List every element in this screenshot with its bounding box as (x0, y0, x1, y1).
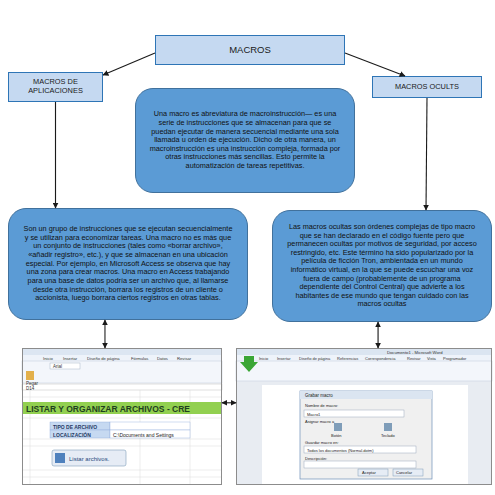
screenshot-text: D14 (26, 387, 34, 392)
screenshot-text: Fórmulas (131, 357, 148, 361)
word-title-bar (236, 348, 492, 355)
screenshot-text: Asignar macro a (305, 420, 334, 424)
screenshot-text: Guardar macro en: (305, 441, 339, 445)
word-screenshot (236, 348, 492, 485)
connector-arrow (103, 53, 155, 75)
screenshot-text: Descripción: (305, 457, 327, 461)
screenshot-text: LOCALIZACIÓN (53, 433, 91, 438)
screenshot-text: Insertar (63, 357, 77, 361)
grid-line (22, 477, 222, 478)
label-cell (50, 422, 110, 430)
connector-arrow (222, 402, 236, 403)
font-box (50, 363, 80, 369)
screenshot-text: TIPO DE ARCHIVO (53, 425, 97, 430)
word-screenshot-box: Documento1 - Microsoft WordInicio Inserta… (236, 348, 492, 485)
green-arrow-icon (240, 356, 258, 372)
screenshot-text: Revisar (177, 357, 191, 361)
value-cell (110, 430, 190, 438)
category-box: MACROS OCULTS (372, 76, 482, 98)
description-box: Las macros ocultas son órdenes complejas… (272, 210, 492, 322)
grid-line (22, 397, 222, 398)
grid-line (22, 446, 222, 447)
cancel-button (393, 469, 423, 476)
node-text: Son un grupo de instrucciones que se eje… (21, 225, 235, 302)
screenshot-text: Grabar macro (305, 394, 333, 399)
screenshot-text: LISTAR Y ORGANIZAR ARCHIVOS - CRE (26, 405, 190, 414)
screenshot-text: Teclado (381, 434, 395, 438)
value-cell (110, 422, 190, 430)
screenshot-text: Macro1 (307, 413, 320, 417)
connector-arrow (426, 98, 427, 210)
screenshot-text: Referencias (337, 357, 358, 361)
grid-line (22, 439, 222, 440)
screenshot-text: Revisar (407, 357, 421, 361)
screenshot-text: Vista (427, 357, 436, 361)
root-box: MACROS (155, 35, 345, 65)
screenshot-text: Diseño de página (299, 357, 330, 361)
excel-screenshot (22, 348, 222, 485)
paste-icon (26, 371, 34, 380)
screenshot-text: Listar archivos. (69, 456, 109, 462)
category-box: MACROS DE APLICACIONES (8, 72, 103, 102)
macro-dialog (300, 391, 432, 479)
formula-bar (22, 384, 222, 390)
screenshot-text: Arial (53, 365, 62, 370)
connector-arrow (345, 53, 405, 76)
screenshot-text: Todos los documentos (Normal.dotm) (307, 449, 373, 453)
word-ribbon (236, 361, 492, 381)
excel-window (22, 348, 222, 485)
definition-box: Una macro es abreviatura de macroinstruc… (135, 88, 355, 193)
grid-line (22, 418, 222, 419)
excel-screenshot-box: Inicio Insertar Diseño de página Fórmulas Da… (22, 348, 222, 485)
node-text: MACROS OCULTS (395, 83, 459, 92)
screenshot-text: Diseño de página (87, 357, 120, 361)
excel-tab-bar (22, 355, 222, 361)
screenshot-text: Cancelar (396, 471, 412, 475)
connector-arrow (55, 102, 56, 208)
macro-name-input (304, 410, 404, 417)
screenshot-text: Botón (331, 434, 341, 438)
title-banner (22, 402, 222, 414)
keyboard-icon (384, 423, 392, 431)
ok-button (358, 469, 388, 476)
excel-title-bar (22, 348, 222, 355)
screenshot-text: Programador (443, 357, 466, 361)
button-icon (55, 453, 65, 463)
excel-ribbon (22, 361, 222, 383)
screenshot-text: Documento1 - Microsoft Word (387, 351, 443, 355)
node-text: MACROS (229, 44, 271, 55)
screenshot-text: C:\Documents and Settings (113, 433, 174, 438)
dialog-title-bar (300, 391, 432, 399)
macro-button (52, 450, 126, 466)
word-page (262, 385, 468, 485)
description-input (304, 461, 416, 468)
screenshot-text: Inicio (43, 357, 53, 361)
connector-arrow (377, 322, 378, 348)
button-icon (334, 423, 342, 431)
word-tab-bar (236, 355, 492, 361)
screenshot-text: Correspondencia (365, 357, 395, 361)
description-box: Son un grupo de instrucciones que se eje… (8, 208, 248, 320)
store-select (304, 446, 416, 453)
node-text: Una macro es abreviatura de macroinstruc… (148, 110, 342, 170)
grid-line (22, 470, 222, 471)
connector-arrow (104, 320, 105, 348)
screenshot-text: Datos (157, 357, 168, 361)
node-text: Las macros ocultas son órdenes complejas… (285, 223, 479, 309)
node-text: MACROS DE APLICACIONES (9, 78, 102, 96)
label-cell (50, 430, 110, 438)
screenshot-text: Aceptar (362, 471, 376, 475)
cell-grid (22, 390, 222, 485)
word-window (236, 348, 492, 485)
screenshot-text: Nombre de macro: (305, 404, 338, 408)
screenshot-text: Inicio (259, 357, 268, 361)
screenshot-text: Insertar (277, 357, 291, 361)
